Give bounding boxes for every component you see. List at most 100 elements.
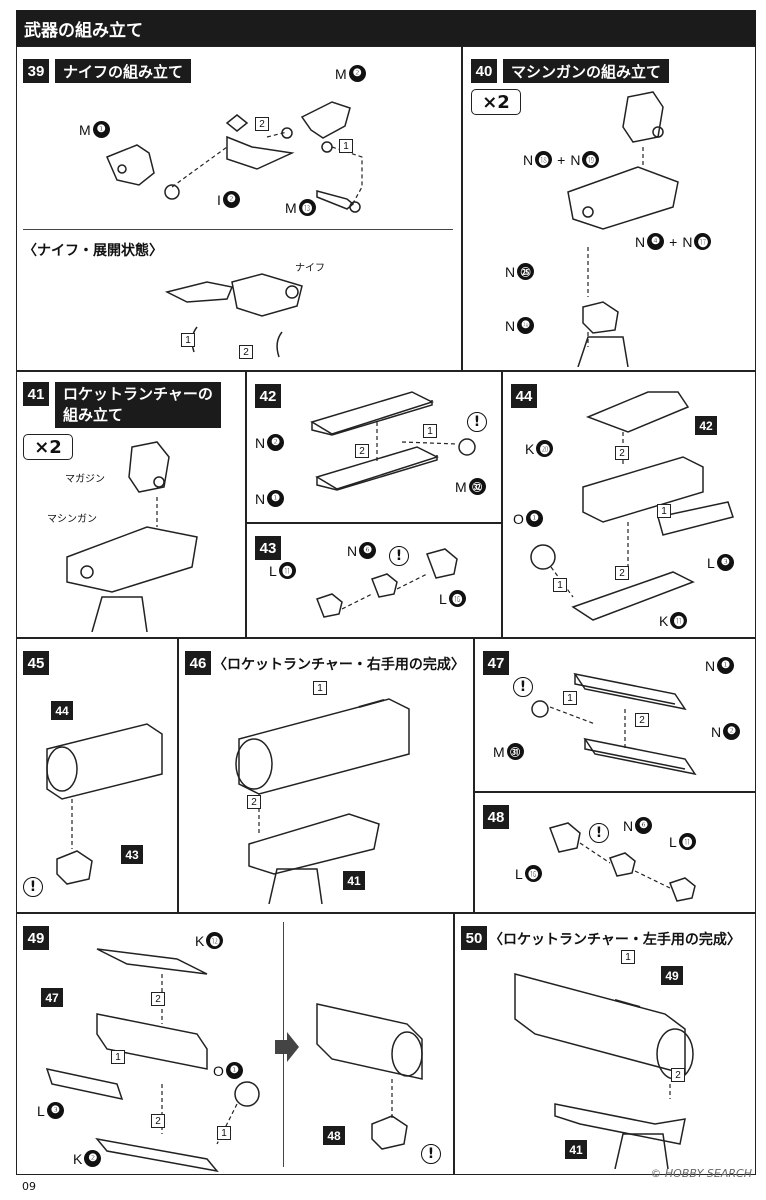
- step-1-marker: 1: [217, 1126, 231, 1140]
- step-title: マシンガンの組み立て: [503, 59, 670, 83]
- step-number: 44: [511, 384, 537, 408]
- section-title: 武器の組み立て: [24, 20, 143, 41]
- quantity-badge: ×2: [23, 434, 73, 460]
- step-number: 48: [483, 805, 509, 829]
- step-1-marker: 1: [657, 504, 671, 518]
- caution-icon: !: [467, 412, 487, 432]
- knife-assembly-illustration: [106, 101, 363, 213]
- machinegun-label: マシンガン: [47, 514, 97, 525]
- barrel-grip-illustration: [316, 1003, 423, 1150]
- step-1-marker: 1: [181, 333, 195, 347]
- right-hand-launcher-illustration: [235, 698, 410, 904]
- step-number: 41: [23, 382, 49, 406]
- caution-icon: !: [513, 677, 533, 697]
- step-2-marker: 2: [635, 713, 649, 727]
- reference-step: 44: [51, 701, 73, 720]
- step-number: 49: [23, 926, 49, 950]
- caution-icon: !: [589, 823, 609, 843]
- step-2-marker: 2: [151, 1114, 165, 1128]
- reference-step: 42: [695, 416, 717, 435]
- step-number: 47: [483, 651, 509, 675]
- step-title: ナイフの組み立て: [55, 59, 192, 83]
- grip-parts-illustration: [549, 822, 696, 902]
- subheading: 〈ナイフ・展開状態〉: [23, 243, 163, 259]
- next-arrow-icon: [275, 1032, 299, 1062]
- barrel-grip-illustration: [46, 723, 163, 885]
- panel-step-46: 46 〈ロケットランチャー・右手用の完成〉 1 2 41: [178, 638, 474, 913]
- caution-icon: !: [389, 546, 409, 566]
- reference-step: 49: [661, 966, 683, 985]
- step-1-marker: 1: [563, 691, 577, 705]
- step-number: 43: [255, 536, 281, 560]
- step-number: 42: [255, 384, 281, 408]
- step-number: 39: [23, 59, 49, 83]
- machinegun-assembly-illustration: [567, 91, 679, 367]
- step-number: 40: [471, 59, 497, 83]
- tube-half-illustration: [531, 672, 697, 776]
- step-1-marker: 1: [339, 139, 353, 153]
- reference-step: 41: [565, 1140, 587, 1159]
- quantity-badge: ×2: [471, 89, 521, 115]
- step-title: ロケットランチャーの組み立て: [55, 382, 221, 428]
- divider: [23, 229, 453, 230]
- page-number: 09: [22, 1180, 36, 1193]
- step-1-marker: 1: [423, 424, 437, 438]
- panel-step-45: 45 44 43 !: [16, 638, 178, 913]
- step-2-marker: 2: [255, 117, 269, 131]
- step-1-marker: 1: [553, 578, 567, 592]
- step-2-marker: 2: [247, 795, 261, 809]
- step-2-marker: 2: [151, 992, 165, 1006]
- step-2-marker: 2: [671, 1068, 685, 1082]
- step-title: 〈ロケットランチャー・左手用の完成〉: [489, 932, 741, 948]
- rocket-launcher-base-illustration: [66, 441, 198, 632]
- step-2-marker: 2: [615, 446, 629, 460]
- step-title: 〈ロケットランチャー・右手用の完成〉: [213, 657, 465, 673]
- reference-step: 43: [121, 845, 143, 864]
- grip-parts-illustration: [316, 548, 458, 618]
- barrel-assembly-illustration: [530, 391, 734, 621]
- step-2-marker: 2: [615, 566, 629, 580]
- tube-half-illustration: [310, 391, 476, 491]
- step-number: 50: [461, 926, 487, 950]
- reference-step: 47: [41, 988, 63, 1007]
- step-1-marker: 1: [621, 950, 635, 964]
- step-1-marker: 1: [313, 681, 327, 695]
- panel-step-41: 41 ロケットランチャーの組み立て ×2 マガジン マシンガン: [16, 371, 246, 638]
- panel-step-50: 50 〈ロケットランチャー・左手用の完成〉 49 1 2 41: [454, 913, 756, 1175]
- knife-label: ナイフ: [295, 263, 325, 274]
- watermark: © HOBBY SEARCH: [650, 1167, 752, 1180]
- section-header: 武器の組み立て: [16, 10, 756, 46]
- reference-step: 48: [323, 1126, 345, 1145]
